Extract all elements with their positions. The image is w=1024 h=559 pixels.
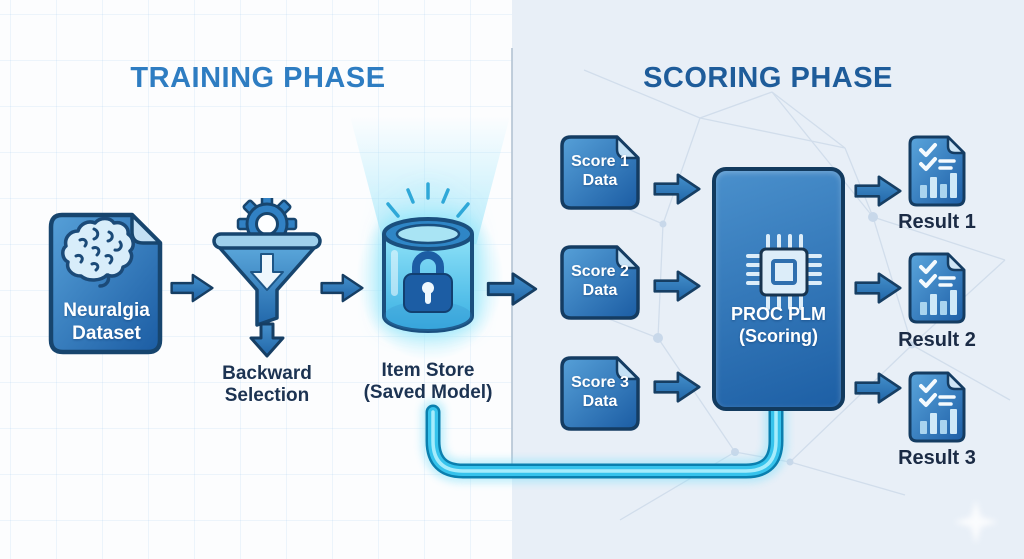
selection-output-arrow xyxy=(249,322,285,358)
document-fold xyxy=(615,135,640,160)
score1-data-card: Score 1 Data xyxy=(560,135,640,210)
checkmark-icon xyxy=(919,260,937,288)
proc-plm-box: PROC PLM (Scoring) xyxy=(712,167,845,411)
result1-report-icon xyxy=(908,135,966,207)
funnel-inner-arrow-icon xyxy=(250,253,284,291)
backward-selection-label: Backward Selection xyxy=(222,363,312,407)
score3-label: Score 3 Data xyxy=(571,374,629,411)
arrow-score2-to-plm xyxy=(653,270,701,302)
score2-label: Score 2 Data xyxy=(571,263,629,300)
arrow-plm-to-result1 xyxy=(854,175,902,207)
document-fold xyxy=(946,371,966,391)
funnel-icon xyxy=(212,232,322,327)
score2-data-card: Score 2 Data xyxy=(560,245,640,320)
light-rays-icon xyxy=(386,182,470,218)
data-document-icon xyxy=(560,356,640,431)
dataset-label: Neuralgia Dataset xyxy=(63,300,150,344)
training-phase-title: TRAINING PHASE xyxy=(130,62,386,94)
bar-chart-icon xyxy=(920,173,957,198)
document-fold xyxy=(946,252,966,272)
sparkle-icon xyxy=(954,500,998,544)
item-store-label: Item Store (Saved Model) xyxy=(363,360,493,404)
bar-chart-icon xyxy=(920,409,957,434)
proc-plm-label: PROC PLM (Scoring) xyxy=(730,304,826,346)
document-fold xyxy=(615,245,640,270)
bar-chart-icon xyxy=(920,290,957,315)
text-lines-icon xyxy=(938,395,956,406)
document-fold xyxy=(130,213,162,245)
document-fold xyxy=(946,135,966,155)
checkmark-icon xyxy=(919,143,937,171)
arrow-selection-to-itemstore xyxy=(320,273,364,303)
brain-icon xyxy=(61,216,135,288)
data-document-icon xyxy=(560,135,640,210)
score1-label: Score 1 Data xyxy=(571,153,629,190)
arrow-plm-to-result2 xyxy=(854,272,902,304)
scoring-phase-title: SCORING PHASE xyxy=(643,62,893,94)
arrow-score3-to-plm xyxy=(653,371,701,403)
arrow-plm-to-result3 xyxy=(854,372,902,404)
brain-document-icon xyxy=(48,212,163,355)
document-fold xyxy=(615,356,640,381)
arrow-score1-to-plm xyxy=(653,173,701,205)
arrow-itemstore-to-scoring xyxy=(486,272,538,306)
checkmark-icon xyxy=(919,379,937,407)
result3-label: Result 3 xyxy=(898,447,976,469)
text-lines-icon xyxy=(938,159,956,170)
text-lines-icon xyxy=(938,276,956,287)
score3-data-card: Score 3 Data xyxy=(560,356,640,431)
gear-funnel-icon xyxy=(212,198,322,358)
data-document-icon xyxy=(560,245,640,320)
lock-icon xyxy=(403,251,453,313)
result2-report-icon xyxy=(908,252,966,324)
arrow-dataset-to-selection xyxy=(170,273,214,303)
result2-label: Result 2 xyxy=(898,329,976,351)
result3-report-icon xyxy=(908,371,966,443)
cpu-chip-icon xyxy=(746,234,822,310)
neuralgia-dataset-card: Neuralgia Dataset xyxy=(48,212,165,355)
result1-label: Result 1 xyxy=(898,211,976,233)
locked-database-cylinder-icon xyxy=(382,182,474,333)
